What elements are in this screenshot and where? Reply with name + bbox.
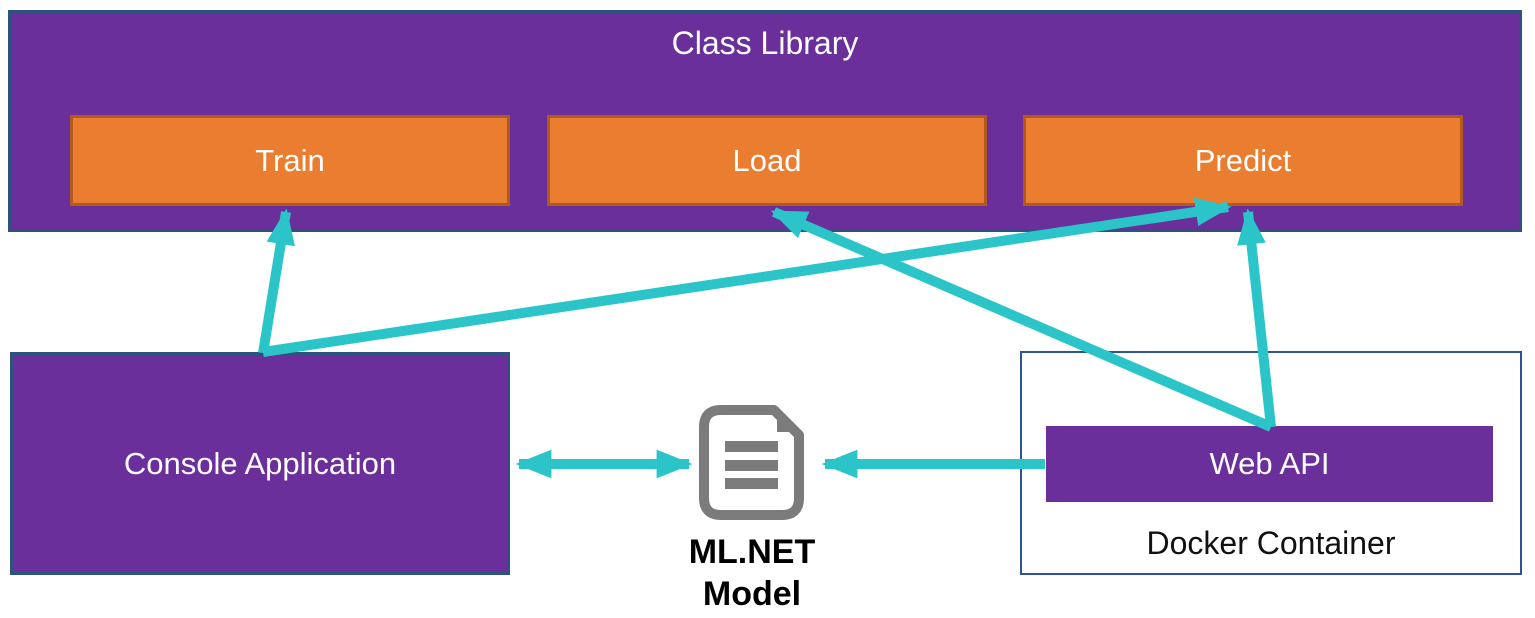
class-library-title: Class Library: [671, 25, 859, 61]
docker-container-label: Docker Container: [1146, 525, 1396, 561]
arrow-console-to-train: [258, 208, 295, 354]
ml-model-caption-line2: Model: [702, 575, 802, 613]
ml-model-document-icon: [698, 405, 805, 520]
class-library-box: Class Library Train Load Predict: [8, 10, 1522, 232]
predict-label: Predict: [1194, 142, 1292, 178]
console-application-box: Console Application: [10, 352, 510, 575]
load-box: Load: [547, 115, 987, 206]
web-api-box: Web API: [1046, 426, 1493, 502]
docker-container-box: Web API Docker Container: [1020, 351, 1522, 575]
predict-box: Predict: [1023, 115, 1463, 206]
console-application-label: Console Application: [123, 445, 397, 481]
train-box: Train: [70, 115, 510, 206]
web-api-label: Web API: [1209, 446, 1330, 481]
train-label: Train: [255, 142, 325, 178]
ml-model-caption-line1: ML.NET: [688, 533, 816, 571]
load-label: Load: [732, 142, 802, 178]
ml-model-caption: ML.NET Model: [612, 531, 892, 615]
